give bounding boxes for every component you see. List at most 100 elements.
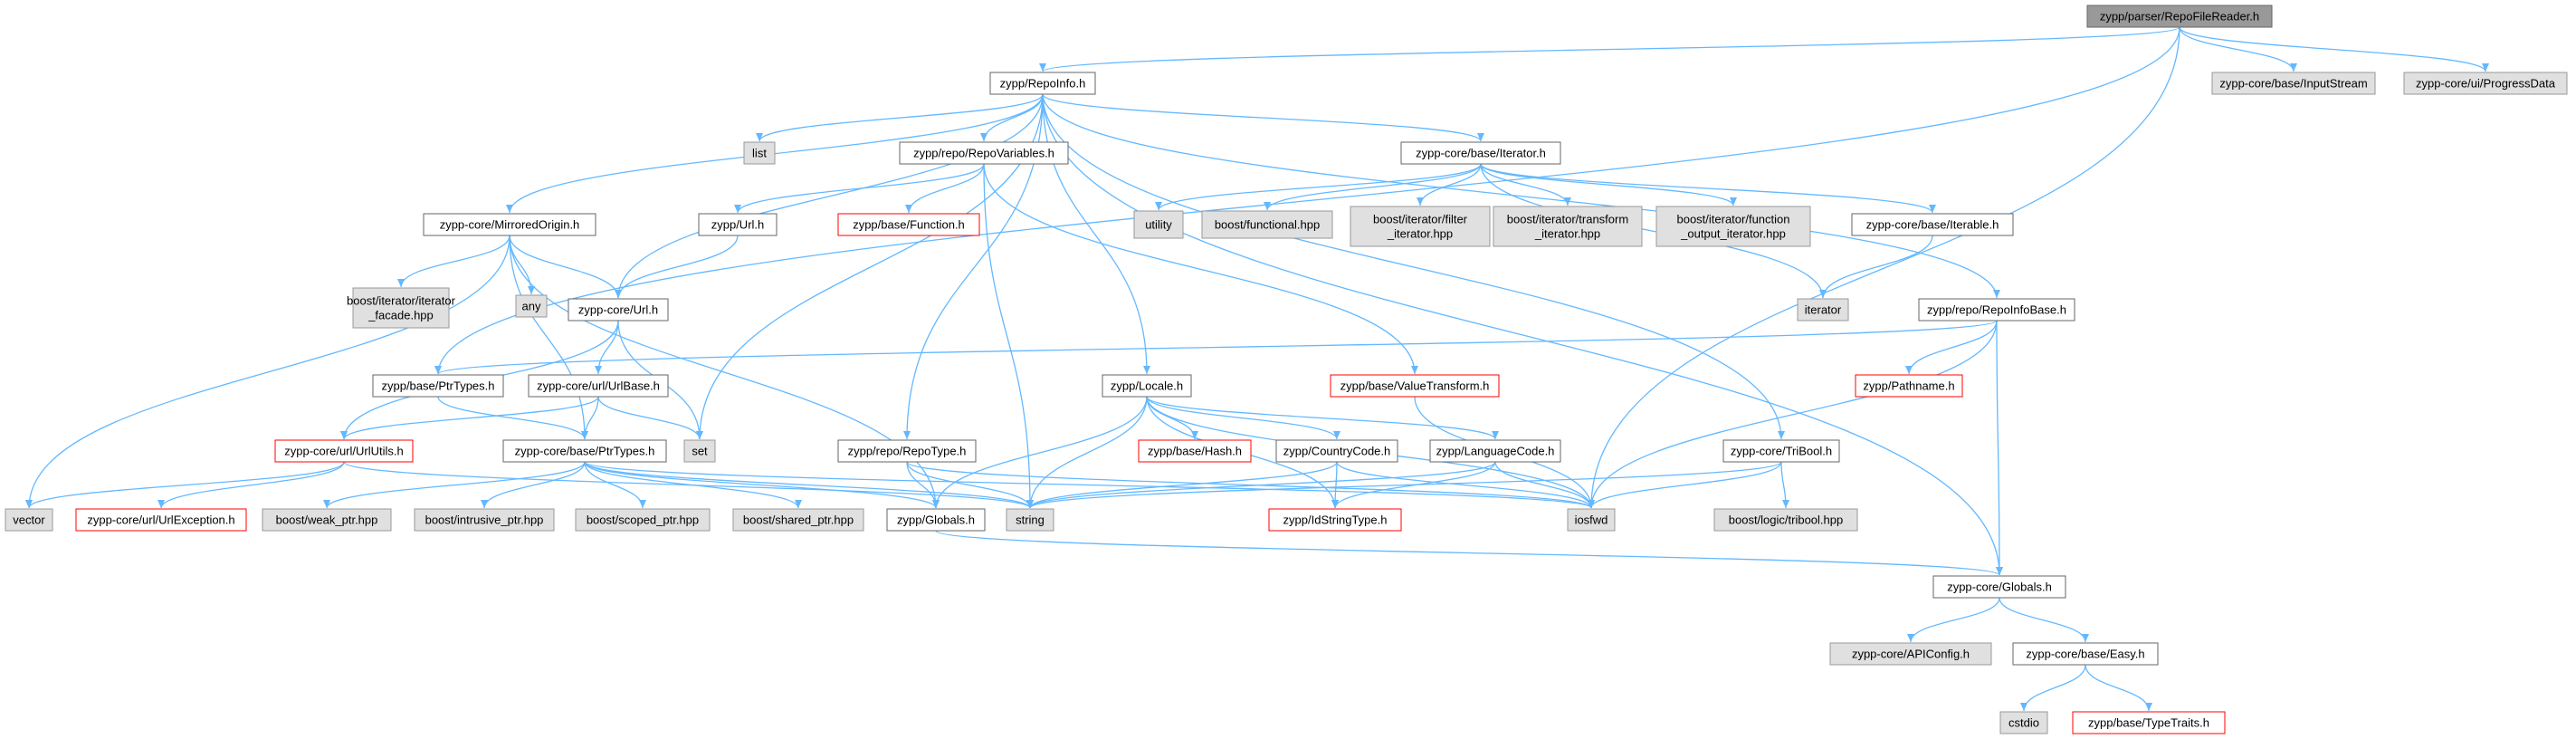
edge-repovariables-to-zyppurl <box>734 163 985 214</box>
node-repoinfo[interactable]: zypp/RepoInfo.h <box>989 72 1096 95</box>
node-label: _output_iterator.hpp <box>1680 227 1786 241</box>
node-label: boost/scoped_ptr.hpp <box>587 513 699 527</box>
node-idstringtype[interactable]: zypp/IdStringType.h <box>1268 508 1402 532</box>
node-urlexception[interactable]: zypp-core/url/UrlException.h <box>75 508 247 532</box>
edge-iteratorh-to-boostfuncout <box>1480 163 1737 206</box>
node-typetraits[interactable]: zypp/base/TypeTraits.h <box>2072 711 2226 734</box>
edge-repoinfo-to-tribool <box>1042 93 1785 440</box>
node-hash[interactable]: zypp/base/Hash.h <box>1138 439 1252 463</box>
node-label: _iterator.hpp <box>1534 227 1600 241</box>
node-box <box>568 298 669 322</box>
node-repofilereader[interactable]: zypp/parser/RepoFileReader.h <box>2086 5 2273 28</box>
edge-iteratorh-to-boosttransform <box>1480 163 1571 206</box>
node-box <box>274 439 414 463</box>
node-label: zypp-core/base/PtrTypes.h <box>515 445 655 458</box>
node-label: zypp-core/Url.h <box>578 303 658 317</box>
edge-mirroredorigin-to-zyppglobals <box>509 235 940 509</box>
node-zyppurl[interactable]: zypp/Url.h <box>698 213 778 236</box>
node-label: utility <box>1145 218 1172 232</box>
node-countrycode[interactable]: zypp/CountryCode.h <box>1275 439 1398 463</box>
edge-iteratorh-to-boostfilter <box>1417 163 1482 206</box>
node-box <box>372 374 504 398</box>
edge-coreptrtypes-to-zyppglobals <box>584 461 940 509</box>
node-box <box>2211 72 2376 95</box>
node-utility: utility <box>1133 210 1184 239</box>
node-label: zypp/base/ValueTransform.h <box>1340 379 1490 393</box>
edge-iteratorh-to-utility <box>1155 163 1482 211</box>
node-label: boost/iterator/iterator <box>347 294 456 308</box>
node-label: zypp-core/TriBool.h <box>1731 445 1832 458</box>
node-repotype[interactable]: zypp/repo/RepoType.h <box>837 439 977 463</box>
edge-tribool-to-string <box>1026 461 1782 509</box>
node-repoinfobase[interactable]: zypp/repo/RepoInfoBase.h <box>1918 298 2075 322</box>
node-box <box>886 508 986 532</box>
node-baseptrtypes[interactable]: zypp/base/PtrTypes.h <box>372 374 504 398</box>
node-zyppglobals[interactable]: zypp/Globals.h <box>886 508 986 532</box>
edge-coreptrtypes-to-iosfwd <box>584 461 1595 509</box>
node-label: zypp/Globals.h <box>897 513 975 527</box>
node-coreglobals[interactable]: zypp-core/Globals.h <box>1932 575 2066 599</box>
edge-iterable-to-iterator <box>1819 235 1933 299</box>
edge-repotype-to-zyppglobals <box>906 461 940 509</box>
node-label: boost/shared_ptr.hpp <box>743 513 854 527</box>
node-urlbase[interactable]: zypp-core/url/UrlBase.h <box>528 374 669 398</box>
node-boosttransform: boost/iterator/transform_iterator.hpp <box>1493 206 1643 247</box>
node-easy[interactable]: zypp-core/base/Easy.h <box>2012 642 2159 666</box>
node-locale[interactable]: zypp/Locale.h <box>1102 374 1192 398</box>
edge-repoinfo-to-repoinfobase <box>1042 93 2000 299</box>
node-coreptrtypes[interactable]: zypp-core/base/PtrTypes.h <box>502 439 667 463</box>
node-box <box>575 508 711 532</box>
node-label: zypp-core/url/UrlUtils.h <box>284 445 403 458</box>
node-label: list <box>752 147 767 160</box>
node-label: vector <box>13 513 45 527</box>
node-scopedptr: boost/scoped_ptr.hpp <box>575 508 711 532</box>
node-iterable[interactable]: zypp-core/base/Iterable.h <box>1851 213 2014 236</box>
edge-baseptrtypes-to-coreptrtypes <box>437 396 588 440</box>
node-repovariables[interactable]: zypp/repo/RepoVariables.h <box>899 141 1069 165</box>
node-label: zypp-core/APIConfig.h <box>1852 648 1970 661</box>
node-languagecode[interactable]: zypp/LanguageCode.h <box>1429 439 1561 463</box>
node-box <box>262 508 392 532</box>
node-label: zypp/parser/RepoFileReader.h <box>2100 10 2259 24</box>
node-box <box>1829 642 1992 666</box>
edge-locale-to-zyppglobals <box>932 396 1148 509</box>
node-coreurl[interactable]: zypp-core/Url.h <box>568 298 669 322</box>
node-iteratorh[interactable]: zypp-core/base/Iterator.h <box>1400 141 1561 165</box>
edge-tribool-to-iosfwd <box>1588 461 1782 509</box>
node-box <box>1133 210 1184 239</box>
node-box <box>352 287 450 329</box>
node-valuetransform[interactable]: zypp/base/ValueTransform.h <box>1330 374 1500 398</box>
node-label: zypp-core/ui/ProgressData <box>2416 77 2556 91</box>
node-intrusiveptr: boost/intrusive_ptr.hpp <box>414 508 555 532</box>
node-urlutils[interactable]: zypp-core/url/UrlUtils.h <box>274 439 414 463</box>
edge-iteratorh-to-boostfunctional <box>1264 163 1482 211</box>
edge-repoinfo-to-coreurl <box>615 93 1044 299</box>
node-box <box>528 374 669 398</box>
node-label: boost/intrusive_ptr.hpp <box>425 513 544 527</box>
edge-repoinfobase-to-coreglobals <box>1995 320 2003 576</box>
edge-coreglobals-to-easy <box>1999 597 2089 643</box>
edge-repoinfobase-to-pathname <box>1905 320 1998 375</box>
node-mirroredorigin[interactable]: zypp-core/MirroredOrigin.h <box>423 213 596 236</box>
node-box <box>515 294 548 318</box>
edge-languagecode-to-iosfwd <box>1494 461 1595 509</box>
node-tribool[interactable]: zypp-core/TriBool.h <box>1722 439 1840 463</box>
edge-repotype-to-iosfwd <box>906 461 1595 509</box>
edge-repovariables-to-string <box>983 163 1034 509</box>
node-box <box>2072 711 2226 734</box>
node-label: iterator <box>1805 303 1842 317</box>
node-basefunction[interactable]: zypp/base/Function.h <box>837 213 980 236</box>
node-box <box>1201 210 1333 239</box>
edge-repoinfo-to-list <box>756 93 1044 142</box>
edge-urlbase-to-set <box>597 396 703 440</box>
node-label: zypp/RepoInfo.h <box>1000 77 1086 91</box>
node-pathname[interactable]: zypp/Pathname.h <box>1855 374 1963 398</box>
node-label: zypp/Locale.h <box>1111 379 1183 393</box>
node-boosttribool: boost/logic/tribool.hpp <box>1713 508 1858 532</box>
node-boostfilter: boost/iterator/filter_iterator.hpp <box>1350 206 1491 247</box>
node-box <box>1268 508 1402 532</box>
node-box <box>423 213 596 236</box>
node-label: zypp/base/Function.h <box>853 218 965 232</box>
edge-mirroredorigin-to-vector <box>25 235 510 509</box>
node-label: zypp/repo/RepoInfoBase.h <box>1927 303 2066 317</box>
